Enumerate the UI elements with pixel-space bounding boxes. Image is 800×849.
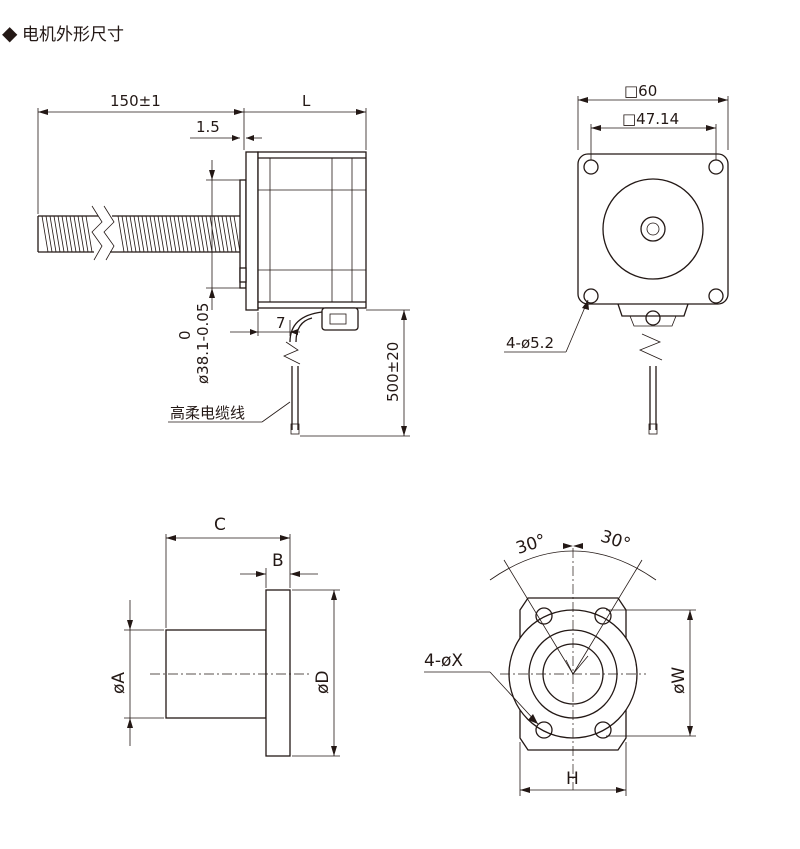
frame-size-label: □60 bbox=[624, 82, 657, 100]
angle-right-label: 30° bbox=[598, 527, 633, 555]
holes-label: 4-øX bbox=[424, 651, 463, 671]
pcd-label: øW bbox=[669, 667, 689, 694]
nut-length-label: C bbox=[214, 515, 226, 535]
nut-side-view: C B øA øD bbox=[109, 515, 340, 757]
body-length-label: L bbox=[302, 92, 311, 110]
hole-spacing-label: □47.14 bbox=[622, 110, 679, 128]
body-diameter-label: øA bbox=[109, 672, 129, 694]
motor-front-view: □60 □47.14 4-ø5.2 bbox=[504, 82, 729, 435]
motor-side-view: 150±1 L 1.5 0 ø38.1-0.05 7 500± bbox=[37, 92, 410, 437]
flange-diameter-label: øD bbox=[313, 671, 333, 695]
flange-offset-label: 1.5 bbox=[196, 118, 220, 136]
cable-length-label: 500±20 bbox=[384, 342, 402, 402]
lead-screw bbox=[37, 205, 241, 261]
cable-label: 高柔电缆线 bbox=[170, 404, 245, 422]
pilot-tolerance-label: 0 bbox=[176, 330, 194, 340]
diamond-bullet-icon: ◆ bbox=[2, 21, 18, 45]
shaft-length-label: 150±1 bbox=[110, 92, 161, 110]
cable-offset-label: 7 bbox=[276, 314, 286, 332]
flange-thickness-label: B bbox=[272, 551, 284, 571]
pilot-diameter-label: ø38.1-0.05 bbox=[194, 303, 212, 384]
flat-width-label: H bbox=[566, 769, 579, 789]
mounting-holes-label: 4-ø5.2 bbox=[506, 334, 554, 352]
page-title: 电机外形尺寸 bbox=[22, 25, 124, 45]
nut-front-view: 30° 30° 4-øX øW H bbox=[424, 527, 696, 796]
